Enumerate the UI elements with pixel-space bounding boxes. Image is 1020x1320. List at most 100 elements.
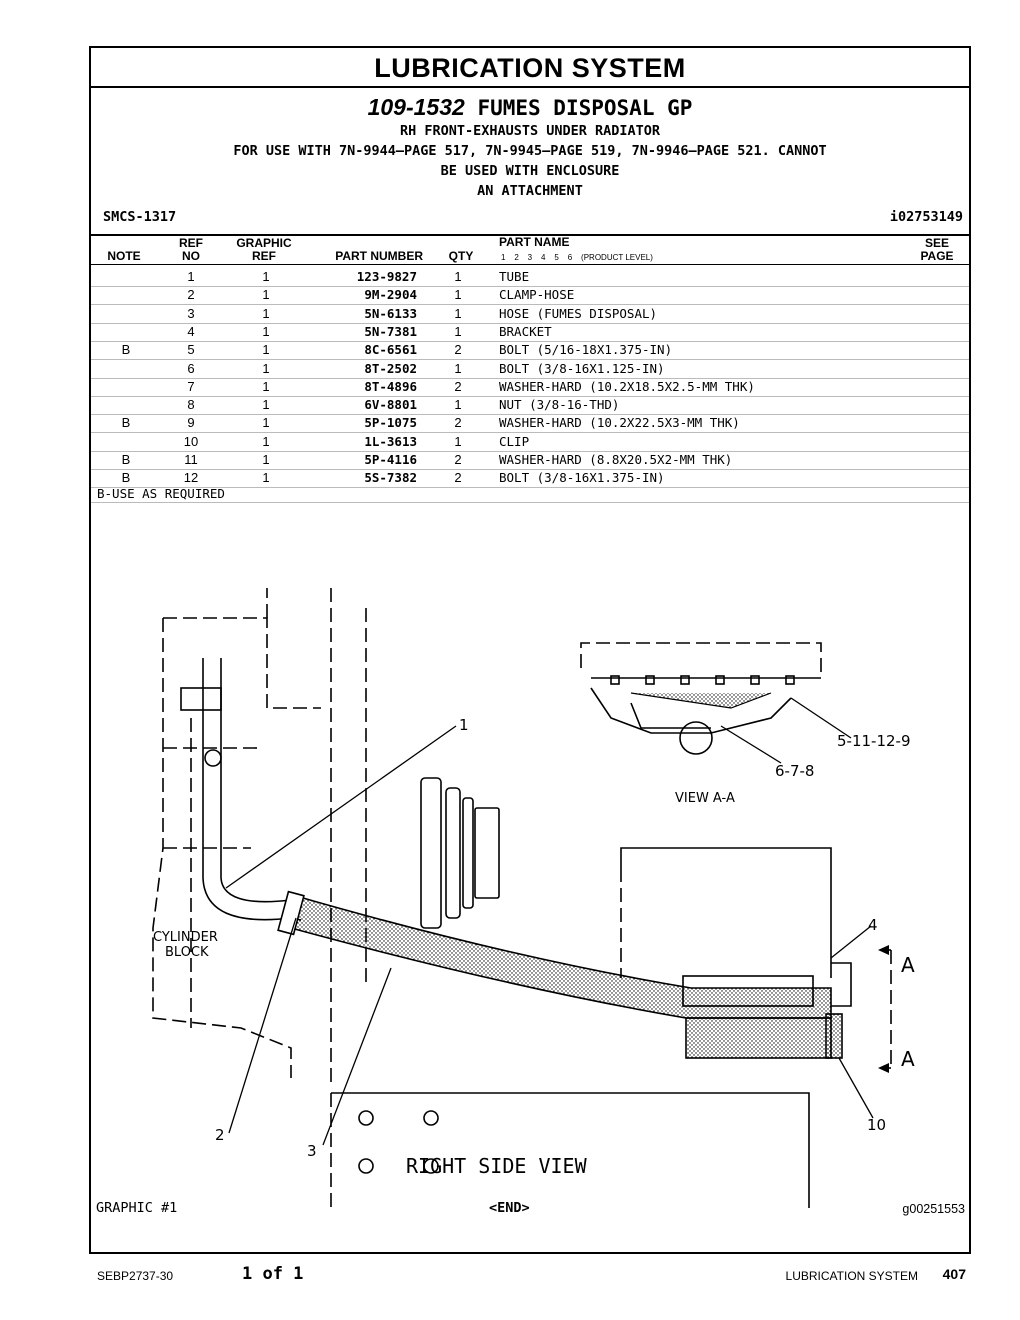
arrow-a-top: [878, 945, 889, 955]
row-qty: 1: [454, 397, 462, 413]
row-part-number[interactable]: 6V-8801: [364, 397, 417, 413]
row-ref-no: 8: [187, 397, 195, 413]
callout-10: 10: [867, 1116, 886, 1134]
row-part-number[interactable]: 5S-7382: [364, 470, 417, 486]
product-level-header: 1 2 3 4 5 6 (PRODUCT LEVEL): [501, 253, 653, 262]
row-part-name: CLAMP-HOSE: [499, 287, 575, 303]
hose-clamp[interactable]: [277, 890, 305, 936]
row-part-name: BOLT (3/8-16X1.375-IN): [499, 470, 665, 486]
col-graphic-header-bottom: REF: [252, 249, 276, 263]
footer-doc-number: SEBP2737-30: [97, 1269, 174, 1283]
hose-end[interactable]: [685, 1017, 832, 1059]
row-graphic-ref: 1: [262, 323, 270, 339]
bracket-4[interactable]: [831, 962, 852, 1007]
col-part-name-header: PART NAME: [499, 235, 570, 249]
row-qty: 2: [454, 470, 462, 486]
row-qty: 1: [454, 269, 462, 284]
row-ref-no: 5: [187, 342, 195, 358]
row-qty: 2: [454, 342, 462, 358]
row-ref-no: 4: [187, 323, 195, 339]
row-qty: 1: [454, 305, 462, 321]
block-label: BLOCK: [165, 945, 209, 960]
row-ref-no: 12: [183, 470, 199, 486]
footnote: B-USE AS REQUIRED: [97, 486, 225, 501]
graphic-label: GRAPHIC #1: [96, 1200, 178, 1216]
col-see-header-bottom: PAGE: [920, 249, 954, 263]
header-bottom-rule: [91, 264, 969, 265]
row-ref-no: 6: [187, 360, 195, 376]
row-part-name: CLIP: [499, 433, 530, 449]
section-arrows: [881, 949, 892, 1069]
group-line-1: RH FRONT-EXHAUSTS UNDER RADIATOR: [399, 123, 661, 139]
footer-page-number: 407: [942, 1266, 966, 1282]
row-part-number[interactable]: 8C-6561: [364, 342, 417, 358]
col-part-number-header: PART NUMBER: [335, 249, 423, 263]
row-graphic-ref: 1: [262, 342, 270, 358]
row-graphic-ref: 1: [262, 452, 270, 467]
graphic-id: g00251553: [902, 1202, 965, 1216]
row-part-number[interactable]: 8T-4896: [364, 378, 417, 394]
row-graphic-ref: 1: [262, 397, 270, 413]
row-qty: 1: [454, 287, 462, 303]
row-graphic-ref: 1: [262, 415, 270, 431]
col-ref-header-bottom: NO: [182, 249, 200, 263]
group-line-2: FOR USE WITH 7N-9944—PAGE 517, 7N-9945—P…: [233, 143, 827, 159]
section-title: LUBRICATION SYSTEM: [91, 48, 969, 88]
table-row[interactable]: B 12 1 5S-7382 2 BOLT (3/8-16X1.375-IN): [91, 469, 969, 489]
row-part-name: BRACKET: [499, 323, 552, 339]
row-note: B: [121, 470, 131, 486]
end-marker: <END>: [489, 1200, 530, 1216]
callout-3: 3: [307, 1142, 317, 1160]
row-part-number[interactable]: 5N-7381: [364, 323, 417, 339]
section-mark-bottom: A: [901, 1047, 915, 1071]
row-part-name: HOSE (FUMES DISPOSAL): [499, 305, 658, 321]
row-part-number[interactable]: 8T-2502: [364, 360, 417, 376]
footer-page-count: 1 of 1: [242, 1264, 304, 1284]
row-ref-no: 1: [187, 269, 195, 284]
col-qty-header: QTY: [448, 249, 474, 263]
footnote-rule: [91, 502, 969, 503]
view-a-a-label: VIEW A-A: [675, 791, 735, 806]
row-part-number[interactable]: 123-9827: [356, 269, 417, 284]
row-part-number[interactable]: 5P-4116: [364, 452, 417, 467]
group-title: 109-1532 FUMES DISPOSAL GP: [91, 94, 969, 121]
hose[interactable]: [285, 895, 832, 1019]
row-graphic-ref: 1: [262, 433, 270, 449]
section-mark-top: A: [901, 953, 915, 977]
row-part-number[interactable]: 5N-6133: [364, 305, 417, 321]
row-qty: 1: [454, 360, 462, 376]
row-graphic-ref: 1: [262, 378, 270, 394]
row-note: B: [121, 452, 131, 467]
callout-4: 4: [868, 916, 878, 934]
group-part-number[interactable]: 109-1532: [367, 94, 465, 120]
row-part-number[interactable]: 1L-3613: [364, 433, 417, 449]
row-part-name: TUBE: [499, 269, 530, 284]
row-qty: 2: [454, 415, 462, 431]
view-a-a: [580, 642, 822, 755]
row-graphic-ref: 1: [262, 470, 270, 486]
row-part-number[interactable]: 9M-2904: [364, 287, 417, 303]
callout-2: 2: [215, 1126, 225, 1144]
row-ref-no: 11: [184, 452, 198, 467]
row-part-number[interactable]: 5P-1075: [364, 415, 417, 431]
right-side-view-caption: RIGHT SIDE VIEW: [406, 1154, 587, 1178]
arrow-a-bottom: [878, 1063, 889, 1073]
cylinder-label: CYLINDER: [153, 930, 218, 945]
engine-outline: [152, 588, 832, 1208]
group-name: FUMES DISPOSAL GP: [477, 96, 693, 120]
col-see-header-top: SEE: [924, 236, 949, 250]
group-line-4: AN ATTACHMENT: [477, 183, 583, 199]
row-ref-no: 10: [183, 433, 199, 449]
exploded-diagram: 1 2 3 4 5-11-12-9 6-7-8 10 VIEW A-A RIGH…: [152, 588, 915, 1208]
